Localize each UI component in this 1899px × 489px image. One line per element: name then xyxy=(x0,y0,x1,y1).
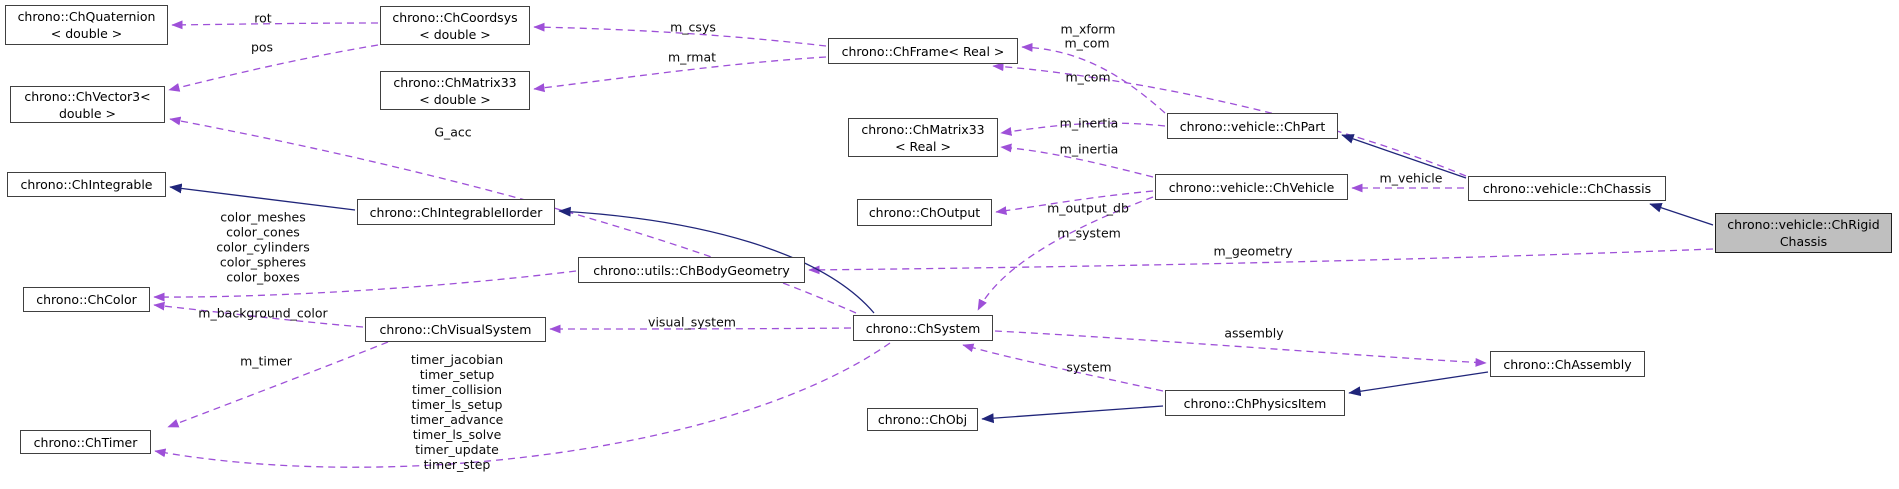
edge-label-m-inertia-upper: m_inertia xyxy=(1059,115,1119,131)
edge-label-visual-system: visual_system xyxy=(648,314,736,330)
edge-label-pos: pos xyxy=(250,39,274,55)
edge-m-inertia-part xyxy=(1000,122,1166,136)
node-chobj[interactable]: chrono::ChObj xyxy=(867,408,978,431)
edge-label-m-xform: m_xform xyxy=(1060,21,1116,37)
edge-system xyxy=(962,343,1164,392)
inherit-assembly-physicsitem xyxy=(1348,371,1489,397)
node-chtimer[interactable]: chrono::ChTimer xyxy=(20,430,151,454)
node-chmatrix33-double[interactable]: chrono::ChMatrix33< double > xyxy=(380,71,530,110)
edge-label-g-acc: G_acc xyxy=(434,124,472,140)
inherit-physicsitem-obj xyxy=(981,405,1164,424)
edge-label-m-background-color: m_background_color xyxy=(198,305,328,321)
edge-label-m-rmat: m_rmat xyxy=(667,49,717,65)
edge-label-rot: rot xyxy=(254,10,272,26)
edge-assembly xyxy=(994,330,1487,367)
inherit-chassis-part xyxy=(1341,134,1467,179)
node-chquaternion[interactable]: chrono::ChQuaternion< double > xyxy=(5,5,168,45)
node-chbodygeometry[interactable]: chrono::utils::ChBodyGeometry xyxy=(578,257,805,283)
node-chframe[interactable]: chrono::ChFrame< Real > xyxy=(828,38,1018,64)
edge-m-background-color xyxy=(153,301,364,328)
edge-label-system: system xyxy=(1066,359,1112,375)
edge-label-color-group: color_meshes color_cones color_cylinders… xyxy=(216,209,310,285)
node-chassembly[interactable]: chrono::ChAssembly xyxy=(1490,351,1645,377)
inherit-system-integrableiiorder xyxy=(558,206,875,314)
edge-color-members xyxy=(153,270,577,302)
edge-label-m-csys: m_csys xyxy=(670,19,716,35)
inherit-rigidchassis-chassis xyxy=(1649,203,1714,226)
edge-label-m-geometry: m_geometry xyxy=(1213,243,1293,259)
edge-m-timer xyxy=(167,341,389,428)
edge-label-m-system: m_system xyxy=(1057,225,1121,241)
node-chvisualsystem[interactable]: chrono::ChVisualSystem xyxy=(365,317,546,342)
node-chsystem[interactable]: chrono::ChSystem xyxy=(853,315,993,341)
edge-g-acc xyxy=(169,116,857,314)
node-chpart[interactable]: chrono::vehicle::ChPart xyxy=(1167,113,1338,139)
edge-label-m-com-upper: m_com xyxy=(1064,35,1110,51)
node-chchassis[interactable]: chrono::vehicle::ChChassis xyxy=(1468,176,1666,201)
node-chintegrable[interactable]: chrono::ChIntegrable xyxy=(7,172,166,197)
edge-timer-members xyxy=(154,342,891,468)
edge-m-rmat xyxy=(533,56,827,93)
node-chvehicle[interactable]: chrono::vehicle::ChVehicle xyxy=(1155,174,1348,200)
edge-m-system xyxy=(977,196,1154,311)
edge-m-inertia-vehicle xyxy=(1000,143,1154,178)
edge-rot xyxy=(171,20,379,30)
node-chcolor[interactable]: chrono::ChColor xyxy=(23,287,150,312)
edge-m-geometry xyxy=(808,248,1714,275)
edge-label-m-inertia-lower: m_inertia xyxy=(1059,141,1119,157)
edge-m-com xyxy=(992,62,1467,177)
node-chmatrix33-real[interactable]: chrono::ChMatrix33< Real > xyxy=(848,118,998,157)
edge-label-m-output-db: m_output_db xyxy=(1047,200,1129,216)
inherit-integrableiiorder-integrable xyxy=(169,183,356,211)
edge-label-m-timer: m_timer xyxy=(240,353,292,369)
edge-label-assembly: assembly xyxy=(1224,325,1284,341)
node-chphysicsitem[interactable]: chrono::ChPhysicsItem xyxy=(1165,390,1345,416)
node-chvector3[interactable]: chrono::ChVector3<double > xyxy=(10,86,165,123)
node-chintegrableiiorder[interactable]: chrono::ChIntegrableIIorder xyxy=(357,199,555,225)
node-choutput[interactable]: chrono::ChOutput xyxy=(857,199,992,226)
edge-visual-system xyxy=(549,324,852,334)
edge-m-csys xyxy=(533,22,827,47)
edge-m-output-db xyxy=(995,190,1154,216)
edge-label-m-com-lower: m_com xyxy=(1065,69,1111,85)
edge-label-timer-group: timer_jacobian timer_setup timer_collisi… xyxy=(410,352,504,472)
node-chcoordsys[interactable]: chrono::ChCoordsys< double > xyxy=(380,6,530,45)
edge-label-m-vehicle: m_vehicle xyxy=(1379,170,1443,186)
edge-pos xyxy=(168,44,379,92)
edge-m-xform-m-com xyxy=(1021,42,1166,114)
